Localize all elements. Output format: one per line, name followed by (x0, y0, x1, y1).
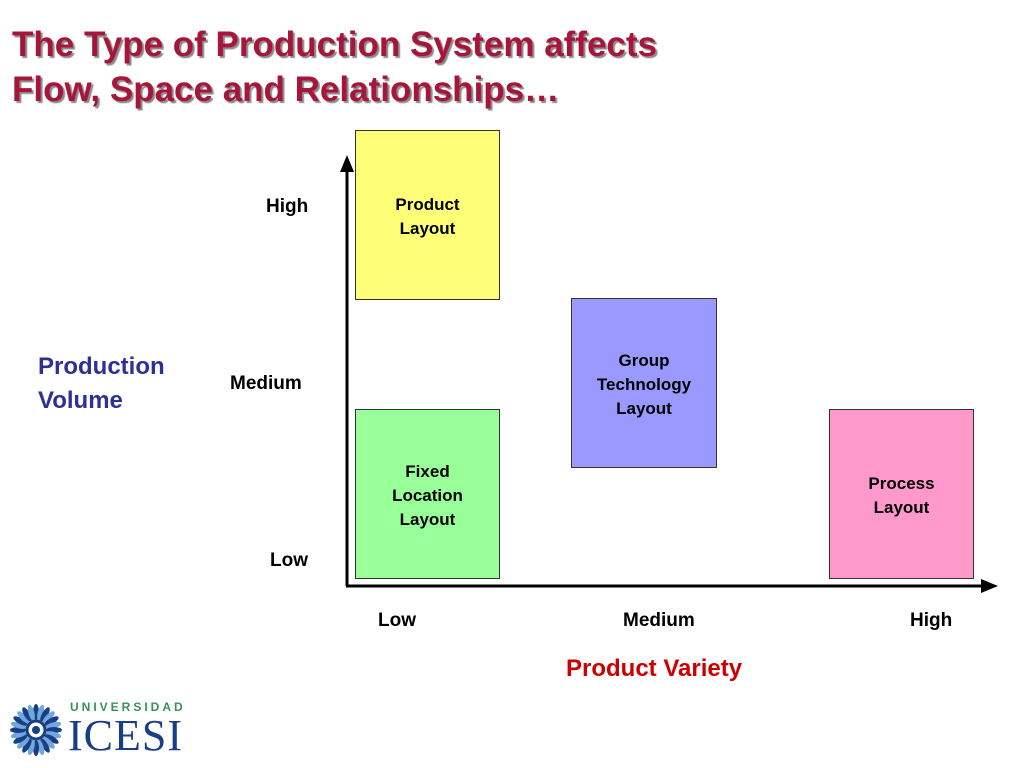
process-layout-box: Process Layout (829, 409, 974, 579)
logo-top-text: UNIVERSIDAD (70, 700, 186, 714)
y-axis-arrow (340, 155, 354, 172)
slide-title: The Type of Production System affects Fl… (12, 22, 657, 112)
process-layout-label: Process Layout (868, 474, 935, 517)
y-tick-high: High (266, 196, 309, 217)
product-layout-label: Product Layout (395, 195, 460, 238)
group-technology-layout-box: Group Technology Layout (571, 298, 717, 468)
title-line-1: The Type of Production System affects (12, 25, 658, 64)
fixed-location-layout-label: Fixed Location Layout (392, 462, 463, 529)
fixed-location-layout-box: Fixed Location Layout (355, 409, 500, 579)
x-tick-low: Low (378, 610, 416, 631)
x-tick-high: High (910, 610, 953, 631)
x-tick-medium: Medium (623, 610, 695, 631)
group-technology-layout-label: Group Technology Layout (596, 351, 692, 418)
x-axis-title: Product Variety (566, 655, 743, 682)
y-tick-medium: Medium (230, 373, 302, 394)
x-axis-arrow (981, 579, 998, 593)
logo-emblem-icon (10, 704, 62, 756)
product-layout-box: Product Layout (355, 130, 500, 300)
y-tick-low: Low (270, 550, 308, 571)
icesi-logo: UNIVERSIDAD ICESI (8, 698, 208, 762)
y-axis-title: Production Volume (38, 353, 165, 414)
title-line-2: Flow, Space and Relationships… (12, 70, 560, 109)
logo-main-text: ICESI (68, 711, 183, 760)
